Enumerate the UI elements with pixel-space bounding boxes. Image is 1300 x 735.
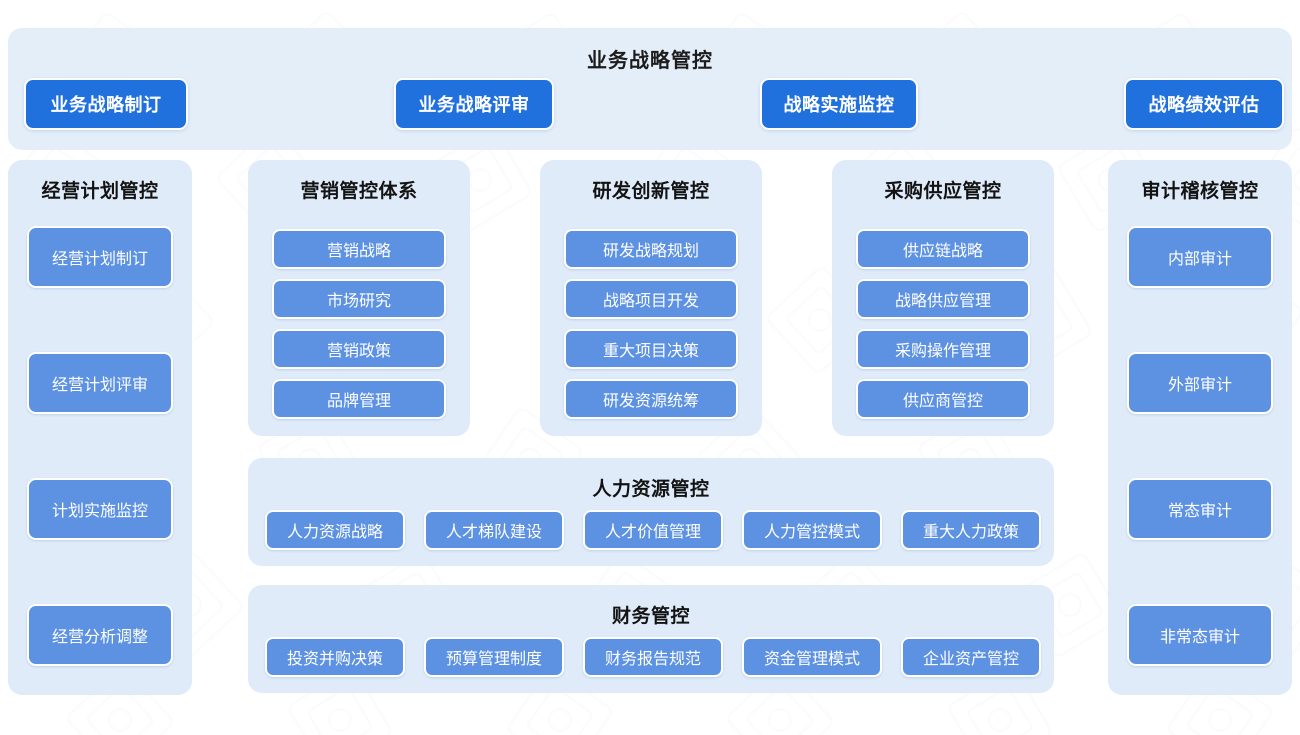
banner-button-0[interactable]: 业务战略制订: [24, 78, 188, 130]
procurement-item-2[interactable]: 采购操作管理: [856, 329, 1030, 369]
hr-item-2[interactable]: 人才价值管理: [583, 510, 723, 550]
marketing-item-3[interactable]: 品牌管理: [272, 379, 446, 419]
business-strategy-banner: 业务战略管控 业务战略制订 业务战略评审 战略实施监控 战略绩效评估: [8, 28, 1292, 150]
finance-item-0[interactable]: 投资并购决策: [265, 637, 405, 677]
marketing-item-1[interactable]: 市场研究: [272, 279, 446, 319]
procurement-item-1[interactable]: 战略供应管理: [856, 279, 1030, 319]
banner-title: 业务战略管控: [587, 50, 713, 72]
left-column-item-1[interactable]: 经营计划评审: [27, 352, 173, 414]
hr-item-1[interactable]: 人才梯队建设: [424, 510, 564, 550]
rnd-card-title: 研发创新管控: [592, 181, 710, 202]
human-resources-panel: 人力资源管控 人力资源战略 人才梯队建设 人才价值管理 人力管控模式 重大人力政…: [248, 458, 1054, 566]
banner-button-1[interactable]: 业务战略评审: [394, 78, 554, 130]
hr-item-3[interactable]: 人力管控模式: [742, 510, 882, 550]
procurement-item-0[interactable]: 供应链战略: [856, 229, 1030, 269]
left-column-item-2[interactable]: 计划实施监控: [27, 478, 173, 540]
business-plan-column: 经营计划管控 经营计划制订 经营计划评审 计划实施监控 经营分析调整: [8, 160, 192, 695]
left-column-title: 经营计划管控: [41, 181, 159, 202]
finance-panel-title: 财务管控: [611, 606, 690, 627]
left-column-item-3[interactable]: 经营分析调整: [27, 604, 173, 666]
banner-button-2[interactable]: 战略实施监控: [760, 78, 918, 130]
right-column-item-1[interactable]: 外部审计: [1127, 352, 1273, 414]
finance-item-2[interactable]: 财务报告规范: [583, 637, 723, 677]
procurement-supply-card: 采购供应管控 供应链战略 战略供应管理 采购操作管理 供应商管控: [832, 160, 1054, 436]
marketing-item-0[interactable]: 营销战略: [272, 229, 446, 269]
marketing-card: 营销管控体系 营销战略 市场研究 营销政策 品牌管理: [248, 160, 470, 436]
finance-panel: 财务管控 投资并购决策 预算管理制度 财务报告规范 资金管理模式 企业资产管控: [248, 585, 1054, 693]
rnd-item-1[interactable]: 战略项目开发: [564, 279, 738, 319]
hr-item-0[interactable]: 人力资源战略: [265, 510, 405, 550]
finance-item-4[interactable]: 企业资产管控: [901, 637, 1041, 677]
left-column-item-0[interactable]: 经营计划制订: [27, 226, 173, 288]
hr-item-4[interactable]: 重大人力政策: [901, 510, 1041, 550]
rnd-item-2[interactable]: 重大项目决策: [564, 329, 738, 369]
procurement-item-3[interactable]: 供应商管控: [856, 379, 1030, 419]
audit-column: 审计稽核管控 内部审计 外部审计 常态审计 非常态审计: [1108, 160, 1292, 695]
right-column-title: 审计稽核管控: [1141, 181, 1259, 202]
right-column-item-2[interactable]: 常态审计: [1127, 478, 1273, 540]
hr-panel-title: 人力资源管控: [592, 479, 710, 500]
rnd-item-3[interactable]: 研发资源统筹: [564, 379, 738, 419]
right-column-item-3[interactable]: 非常态审计: [1127, 604, 1273, 666]
marketing-card-title: 营销管控体系: [300, 181, 418, 202]
rnd-innovation-card: 研发创新管控 研发战略规划 战略项目开发 重大项目决策 研发资源统筹: [540, 160, 762, 436]
right-column-item-0[interactable]: 内部审计: [1127, 226, 1273, 288]
procurement-card-title: 采购供应管控: [884, 181, 1002, 202]
finance-item-3[interactable]: 资金管理模式: [742, 637, 882, 677]
rnd-item-0[interactable]: 研发战略规划: [564, 229, 738, 269]
marketing-item-2[interactable]: 营销政策: [272, 329, 446, 369]
finance-item-1[interactable]: 预算管理制度: [424, 637, 564, 677]
banner-button-3[interactable]: 战略绩效评估: [1124, 78, 1284, 130]
